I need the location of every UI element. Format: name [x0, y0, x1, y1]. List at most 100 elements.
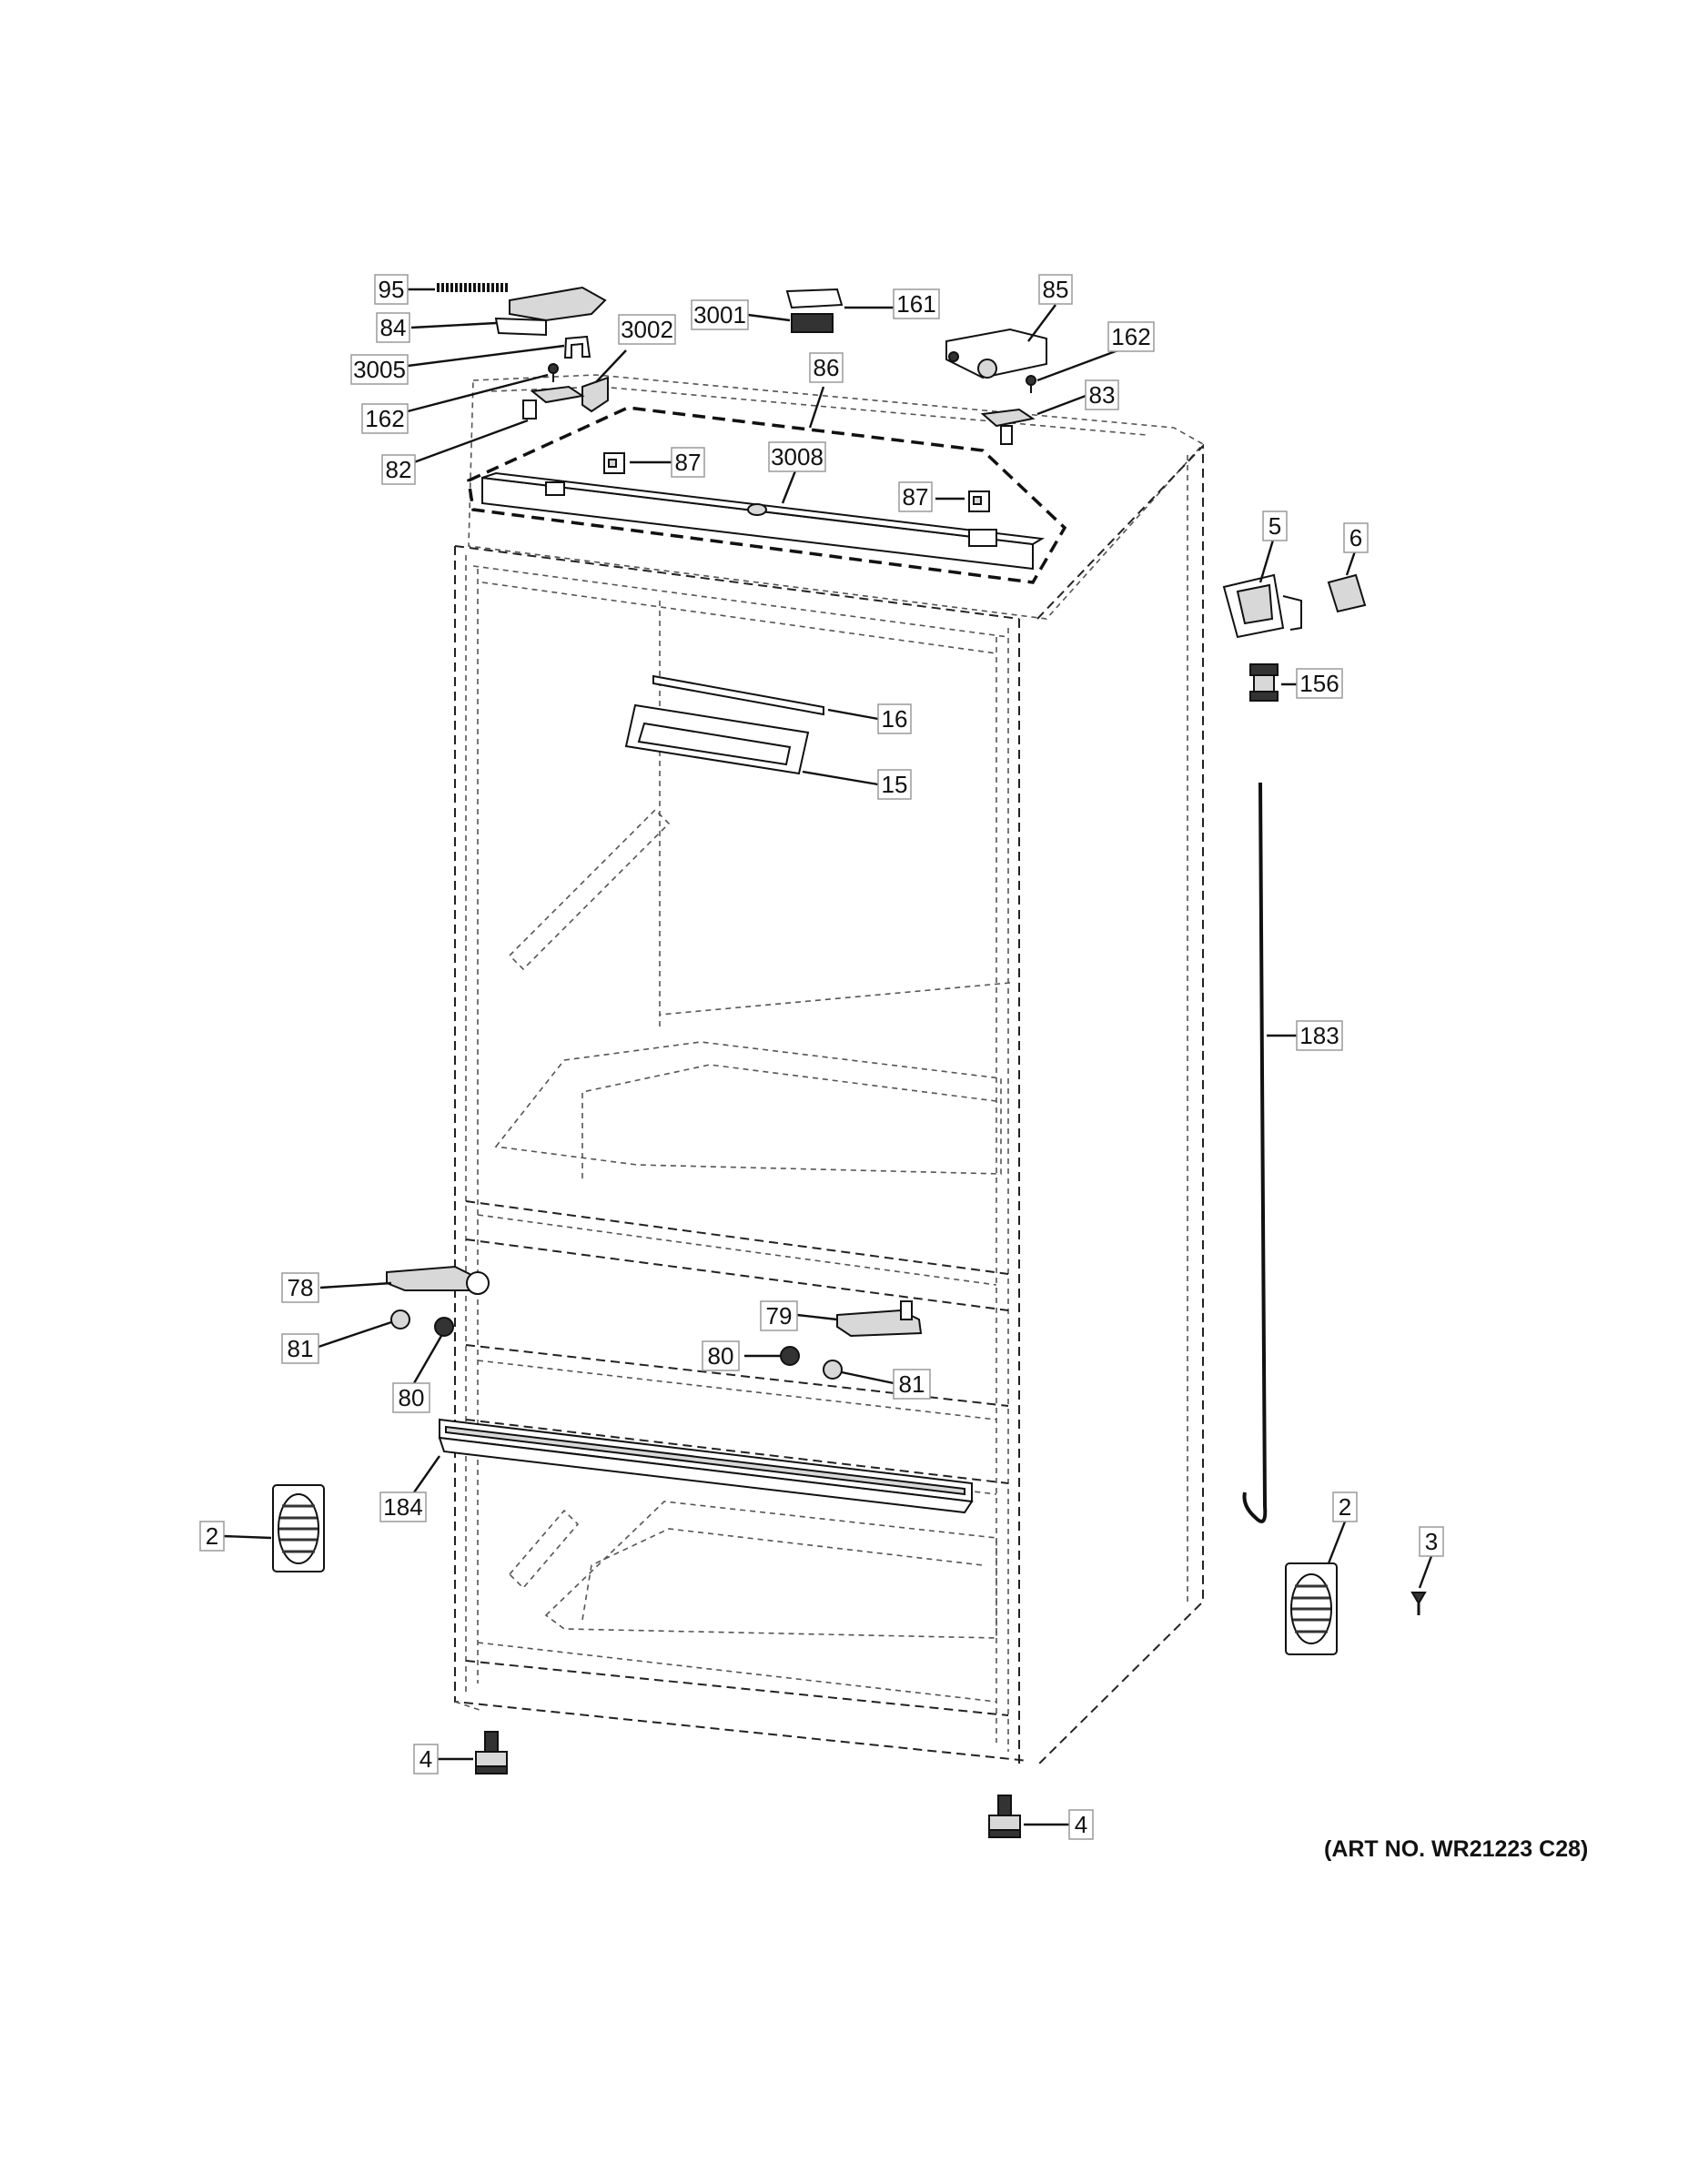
svg-text:87: 87	[675, 449, 702, 476]
callout-85: 85	[1038, 274, 1073, 305]
svg-text:5: 5	[1269, 512, 1281, 540]
callout-3001: 3001	[691, 299, 749, 330]
part-184-rail	[438, 1418, 974, 1514]
svg-text:6: 6	[1349, 524, 1362, 551]
part-78-hinge	[386, 1265, 490, 1295]
part-87-clip-right	[968, 490, 990, 512]
svg-text:15: 15	[882, 771, 908, 798]
svg-text:4: 4	[419, 1745, 432, 1773]
part-3002-bracket	[581, 376, 609, 413]
callout-87-right: 87	[898, 481, 933, 512]
part-3001-board	[785, 288, 844, 333]
part-4-leg-right	[988, 1795, 1021, 1838]
callout-86: 86	[809, 352, 844, 383]
callout-2-left: 2	[199, 1521, 225, 1552]
part-162-screw-left	[548, 363, 559, 382]
callout-87-left: 87	[671, 447, 705, 478]
svg-text:2: 2	[1339, 1493, 1351, 1521]
callout-15: 15	[877, 769, 912, 800]
svg-text:80: 80	[399, 1384, 425, 1411]
part-81-screw-right	[823, 1360, 843, 1380]
part-162-screw-right	[1026, 375, 1036, 393]
callout-83: 83	[1085, 379, 1119, 410]
part-80-screw-left	[434, 1317, 454, 1337]
callout-2-right: 2	[1332, 1491, 1358, 1522]
cabinet-outline	[454, 374, 1205, 1766]
callout-5: 5	[1262, 511, 1288, 541]
svg-text:95: 95	[379, 276, 405, 303]
part-3-screw	[1410, 1592, 1427, 1615]
callout-79: 79	[760, 1300, 798, 1331]
svg-text:3008: 3008	[771, 443, 824, 470]
svg-text:4: 4	[1075, 1811, 1087, 1838]
callout-4-right: 4	[1068, 1809, 1094, 1840]
callout-81-right: 81	[893, 1369, 931, 1400]
svg-text:3002: 3002	[621, 316, 673, 343]
callout-6: 6	[1343, 522, 1369, 553]
callout-95: 95	[374, 274, 409, 305]
callout-80-left: 80	[392, 1382, 430, 1413]
part-80-screw-right	[780, 1346, 800, 1366]
svg-text:83: 83	[1089, 381, 1116, 409]
part-15-bezel	[624, 703, 810, 775]
part-82-hinge-pin	[522, 385, 585, 420]
part-156-valve	[1249, 663, 1279, 702]
svg-text:79: 79	[766, 1302, 793, 1330]
callout-183: 183	[1296, 1020, 1343, 1051]
svg-text:184: 184	[383, 1493, 422, 1521]
assembly-86-boundary	[467, 406, 1067, 584]
art-number: (ART NO. WR21223 C28)	[1324, 1836, 1589, 1862]
svg-text:86: 86	[814, 354, 840, 381]
callout-82: 82	[381, 454, 416, 485]
callout-81-left: 81	[281, 1333, 319, 1364]
part-83-hinge-pin	[980, 408, 1036, 445]
part-4-leg-left	[475, 1731, 508, 1774]
svg-text:87: 87	[903, 483, 929, 511]
callout-162-left: 162	[361, 403, 409, 434]
part-84-hinge	[494, 286, 607, 337]
callout-80-right: 80	[702, 1340, 740, 1371]
svg-text:183: 183	[1299, 1022, 1339, 1049]
svg-text:162: 162	[365, 405, 404, 432]
part-3005-clip	[563, 335, 591, 359]
part-2-vent-left	[272, 1484, 325, 1572]
callout-16: 16	[877, 703, 912, 734]
part-79-hinge	[836, 1300, 923, 1338]
callout-156: 156	[1296, 668, 1343, 699]
svg-text:16: 16	[882, 705, 908, 733]
part-81-screw-left	[390, 1309, 410, 1330]
svg-text:3001: 3001	[693, 301, 746, 329]
callout-3005: 3005	[350, 354, 409, 385]
part-3008-bar	[481, 471, 1046, 571]
svg-text:81: 81	[288, 1335, 314, 1362]
callout-162-right: 162	[1107, 321, 1155, 352]
callout-84: 84	[376, 312, 410, 343]
svg-text:78: 78	[288, 1274, 314, 1301]
callout-3: 3	[1419, 1526, 1444, 1557]
svg-text:162: 162	[1111, 323, 1150, 350]
svg-text:156: 156	[1299, 670, 1339, 697]
callout-3008: 3008	[768, 441, 826, 472]
svg-text:2: 2	[206, 1522, 218, 1550]
svg-text:3: 3	[1425, 1528, 1438, 1555]
callout-184: 184	[379, 1491, 427, 1522]
svg-text:84: 84	[380, 314, 407, 341]
part-85-hinge	[945, 328, 1047, 379]
callout-161: 161	[893, 288, 940, 319]
svg-text:82: 82	[386, 456, 412, 483]
svg-text:80: 80	[708, 1342, 734, 1370]
part-16-strip	[652, 674, 824, 716]
part-2-vent-right	[1285, 1562, 1338, 1655]
callout-4-left: 4	[413, 1744, 439, 1774]
svg-text:161: 161	[896, 290, 935, 318]
leader-lines	[222, 288, 1433, 1826]
svg-text:3005: 3005	[353, 356, 406, 383]
svg-text:85: 85	[1043, 276, 1069, 303]
part-6-cap	[1327, 573, 1367, 613]
part-183-tube	[1242, 782, 1268, 1523]
callout-3002: 3002	[618, 314, 676, 345]
part-5-bracket	[1222, 573, 1302, 639]
callout-78: 78	[281, 1272, 319, 1303]
part-87-clip-left	[603, 452, 625, 474]
